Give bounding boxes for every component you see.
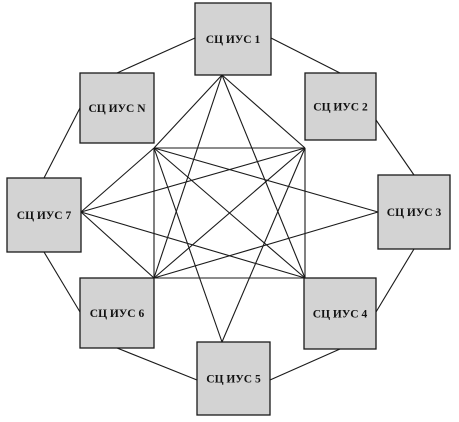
node-sc-ius-4: СЦ ИУС 4 <box>303 277 377 350</box>
mesh-edge-n1-n2 <box>221 74 306 149</box>
mesh-edge-n1-n6 <box>153 74 223 279</box>
node-box <box>377 174 451 250</box>
node-box <box>196 341 271 416</box>
mesh-edge-n6-n7 <box>80 211 155 279</box>
node-sc-ius-n: СЦ ИУС N <box>79 72 155 144</box>
node-sc-ius-7: СЦ ИУС 7 <box>6 177 82 253</box>
mesh-edge-n5-nN <box>153 147 223 343</box>
ring-edge-nN-n1 <box>116 37 196 74</box>
node-label: СЦ ИУС 7 <box>17 210 72 222</box>
node-label: СЦ ИУС 3 <box>387 207 442 219</box>
node-label: СЦ ИУС 1 <box>206 34 261 46</box>
node-sc-ius-1: СЦ ИУС 1 <box>194 2 272 76</box>
nodes: СЦ ИУС 1 СЦ ИУС 2 СЦ ИУС 3 СЦ ИУС 4 СЦ И… <box>6 2 451 416</box>
mesh-edge-n3-nN <box>153 147 379 213</box>
ring-edge-n6-n7 <box>43 251 81 313</box>
ring-edge-n4-n5 <box>269 348 341 381</box>
ring-edge-n2-n3 <box>375 119 415 176</box>
mesh-edge-n1-nN <box>153 74 223 149</box>
node-label: СЦ ИУС 6 <box>90 308 145 320</box>
node-sc-ius-5: СЦ ИУС 5 <box>196 341 271 416</box>
node-box <box>194 2 272 76</box>
mesh-edge-n2-n7 <box>80 147 306 213</box>
node-label: СЦ ИУС 4 <box>313 309 368 321</box>
node-sc-ius-3: СЦ ИУС 3 <box>377 174 451 250</box>
mesh-edge-n4-nN <box>153 147 306 279</box>
ring-edge-n7-nN <box>43 107 81 179</box>
ring-connections <box>43 37 415 381</box>
mesh-edge-n7-nN <box>80 147 155 213</box>
node-box <box>303 277 377 350</box>
mesh-edge-n1-n4 <box>221 74 306 279</box>
node-sc-ius-6: СЦ ИУС 6 <box>79 277 155 349</box>
mesh-edge-n2-n5 <box>221 147 306 343</box>
node-label: СЦ ИУС 2 <box>313 102 368 114</box>
node-label: СЦ ИУС 5 <box>206 374 261 386</box>
node-box <box>6 177 82 253</box>
ring-edge-n3-n4 <box>375 248 415 313</box>
node-box <box>79 72 155 144</box>
mesh-edge-n4-n7 <box>80 211 306 279</box>
mesh-connections <box>80 74 379 343</box>
ring-edge-n1-n2 <box>270 37 341 74</box>
node-box <box>79 277 155 349</box>
node-label: СЦ ИУС N <box>89 103 147 115</box>
node-sc-ius-2: СЦ ИУС 2 <box>304 72 377 141</box>
node-box <box>304 72 377 141</box>
ring-edge-n5-n6 <box>116 347 198 381</box>
